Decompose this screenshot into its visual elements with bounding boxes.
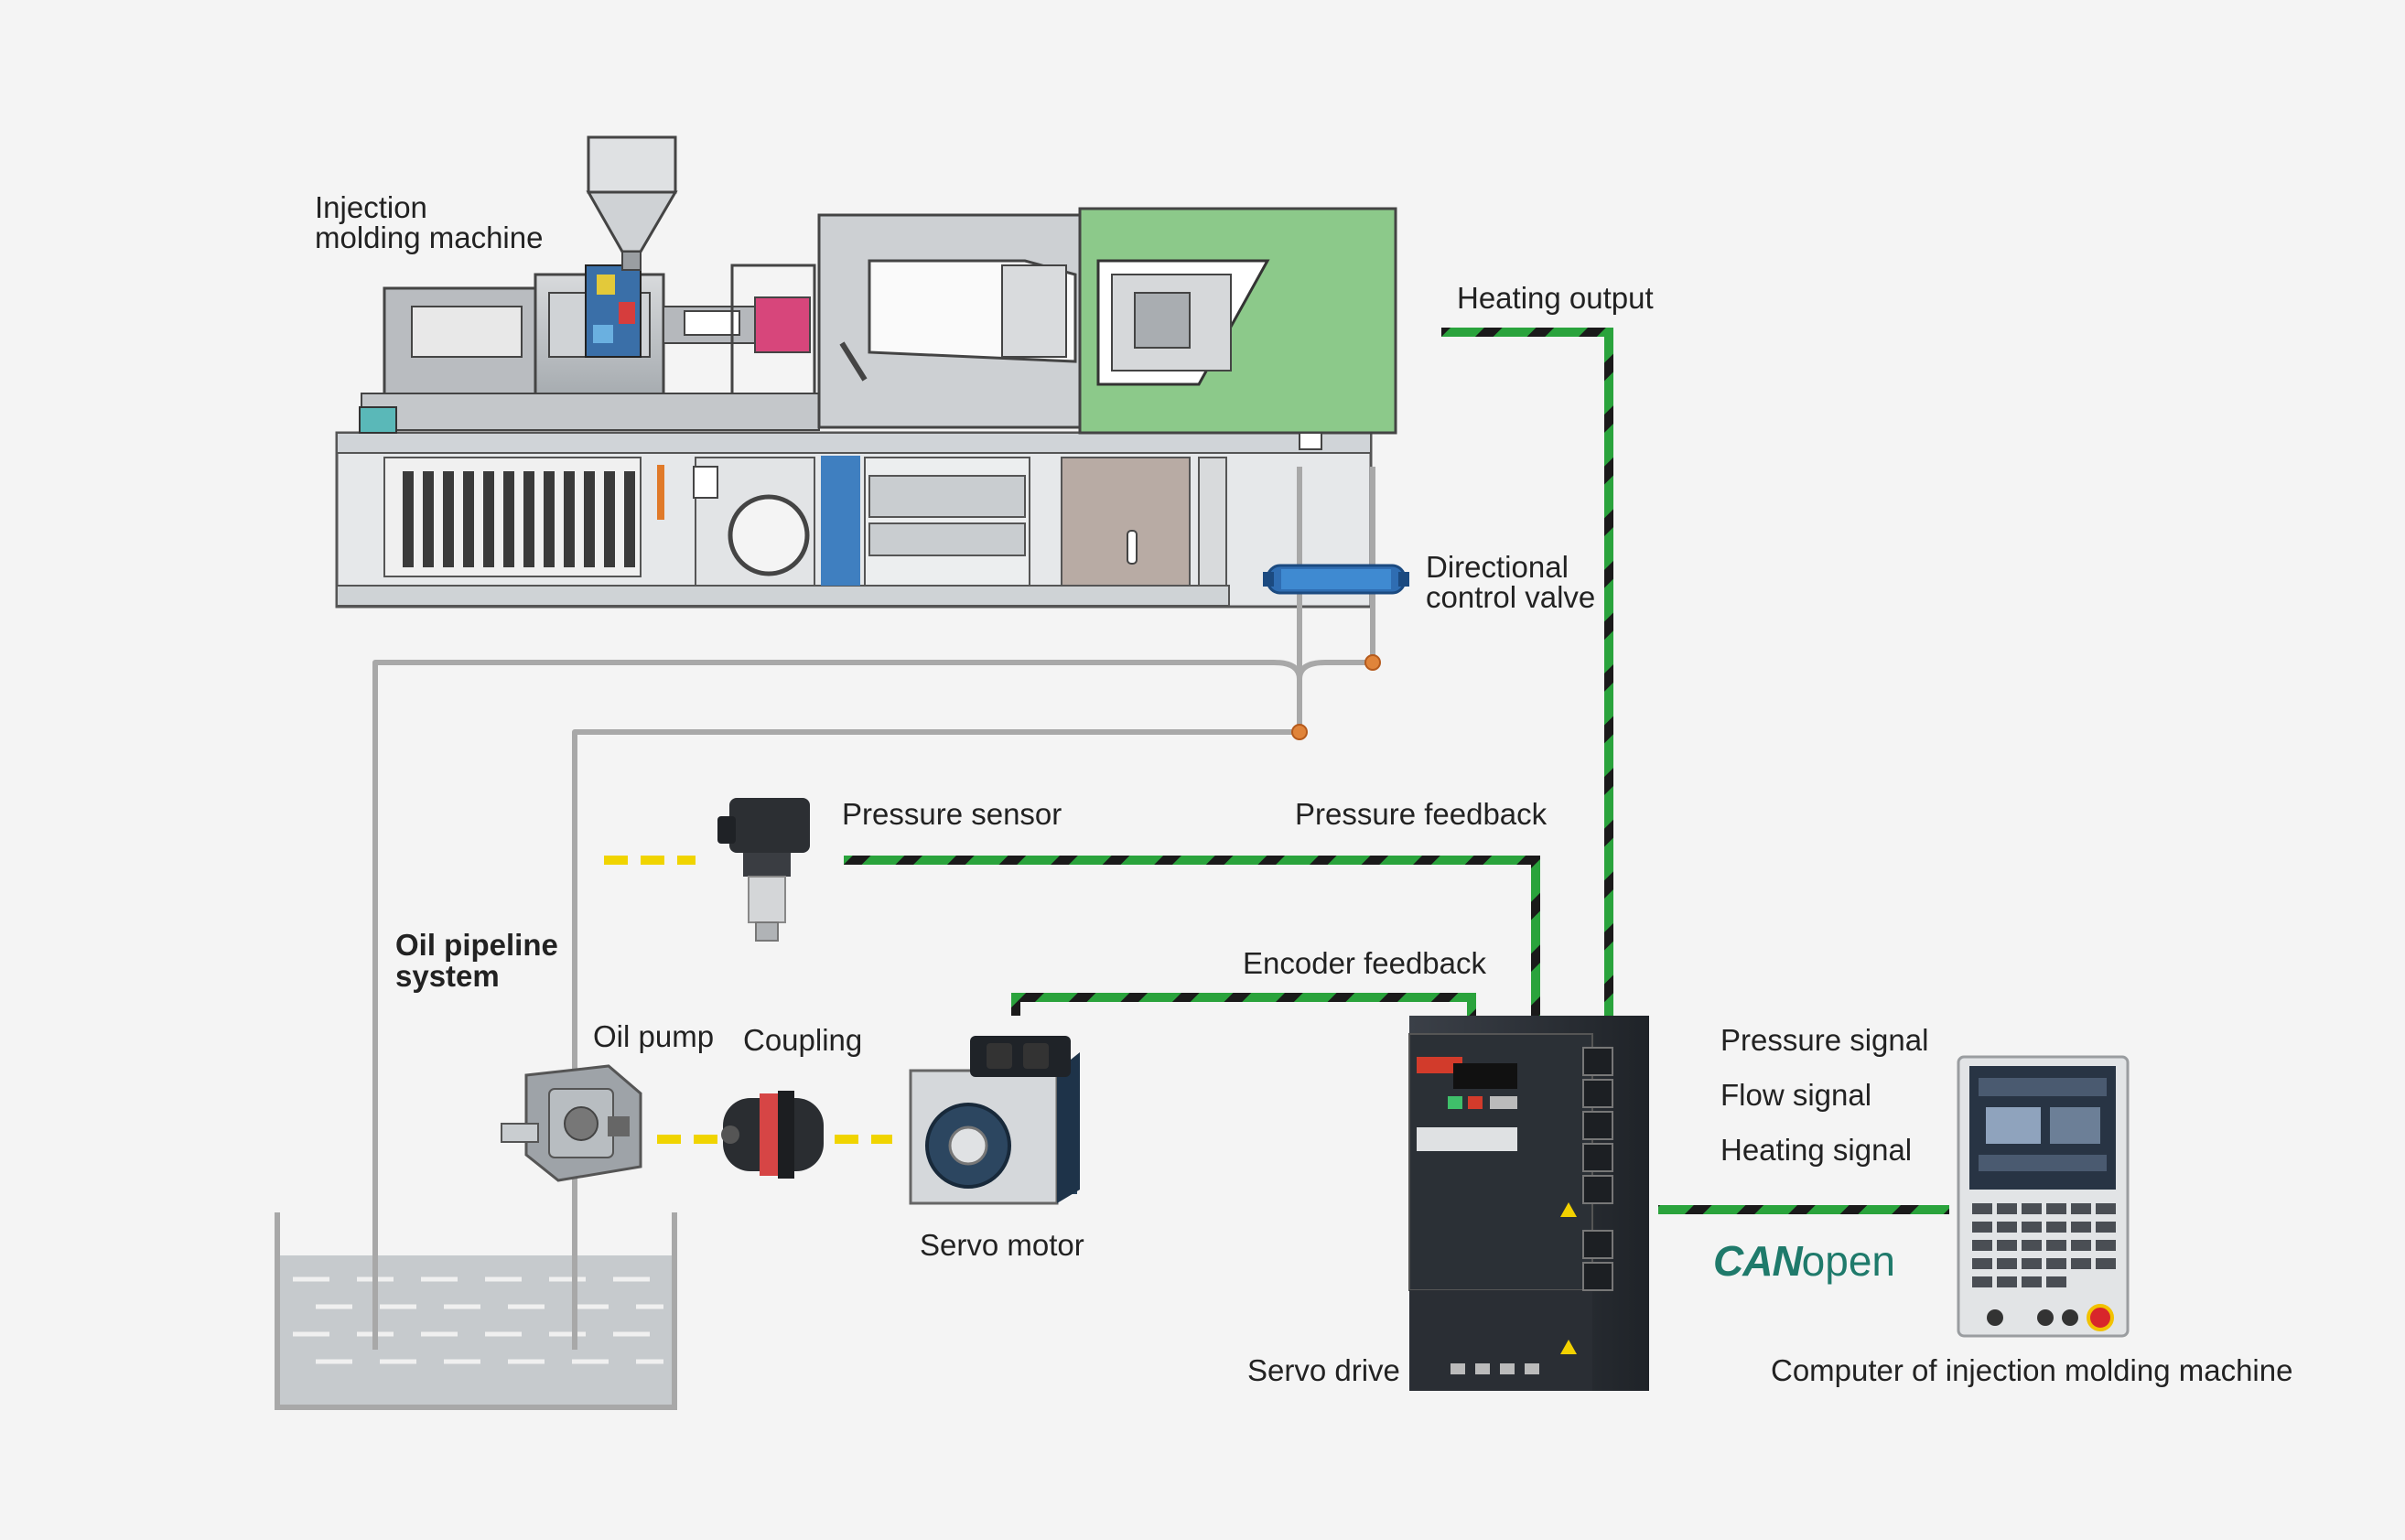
machine-label-line1: Injection xyxy=(315,190,427,224)
signal-lines xyxy=(844,328,1949,1214)
pressure-feedback-label: Pressure feedback xyxy=(1295,797,1548,831)
pressure-feedback-line xyxy=(844,856,1540,1016)
directional-valve-label-line1: Directional xyxy=(1426,550,1569,584)
directional-valve-label-line2: control valve xyxy=(1426,580,1596,614)
encoder-feedback-label: Encoder feedback xyxy=(1243,946,1487,980)
computer-label: Computer of injection molding machine xyxy=(1771,1353,2293,1387)
mechanical-links xyxy=(604,856,892,1144)
canopen-logo-can: CAN xyxy=(1713,1237,1803,1285)
pipe-joint-2 xyxy=(1291,724,1308,740)
coupling-illustration xyxy=(721,1091,824,1179)
canopen-logo: CANopen xyxy=(1713,1240,1895,1282)
oil-pipeline-label-line1: Oil pipeline xyxy=(395,928,558,962)
servo-drive-label: Servo drive xyxy=(1247,1353,1400,1387)
oil-pipeline-label-line2: system xyxy=(395,959,500,993)
servo-motor-label: Servo motor xyxy=(920,1228,1084,1262)
machine-label-line2: molding machine xyxy=(315,221,544,254)
pressure-signal-label: Pressure signal xyxy=(1720,1023,1929,1057)
pipe-joint-1 xyxy=(1364,654,1381,671)
oil-tank-illustration xyxy=(275,1212,677,1410)
directional-control-valve-illustration xyxy=(1263,564,1409,595)
pressure-sensor-label: Pressure sensor xyxy=(842,797,1062,831)
hmi-computer-illustration xyxy=(1957,1055,2130,1338)
canopen-logo-open: open xyxy=(1801,1237,1896,1285)
servo-drive-illustration xyxy=(1408,1016,1649,1391)
heating-signal-label: Heating signal xyxy=(1720,1133,1913,1167)
encoder-feedback-line xyxy=(1011,993,1476,1016)
heating-output-label: Heating output xyxy=(1457,281,1654,315)
servo-motor-illustration xyxy=(909,1036,1080,1205)
coupling-label: Coupling xyxy=(743,1023,863,1057)
pressure-sensor-illustration xyxy=(717,798,810,942)
oil-pump-label: Oil pump xyxy=(593,1019,715,1053)
heating-output-line xyxy=(1441,328,1613,1016)
flow-signal-label: Flow signal xyxy=(1720,1078,1872,1112)
oil-pump-illustration xyxy=(501,1064,642,1182)
injection-molding-machine-illustration xyxy=(335,135,1397,608)
